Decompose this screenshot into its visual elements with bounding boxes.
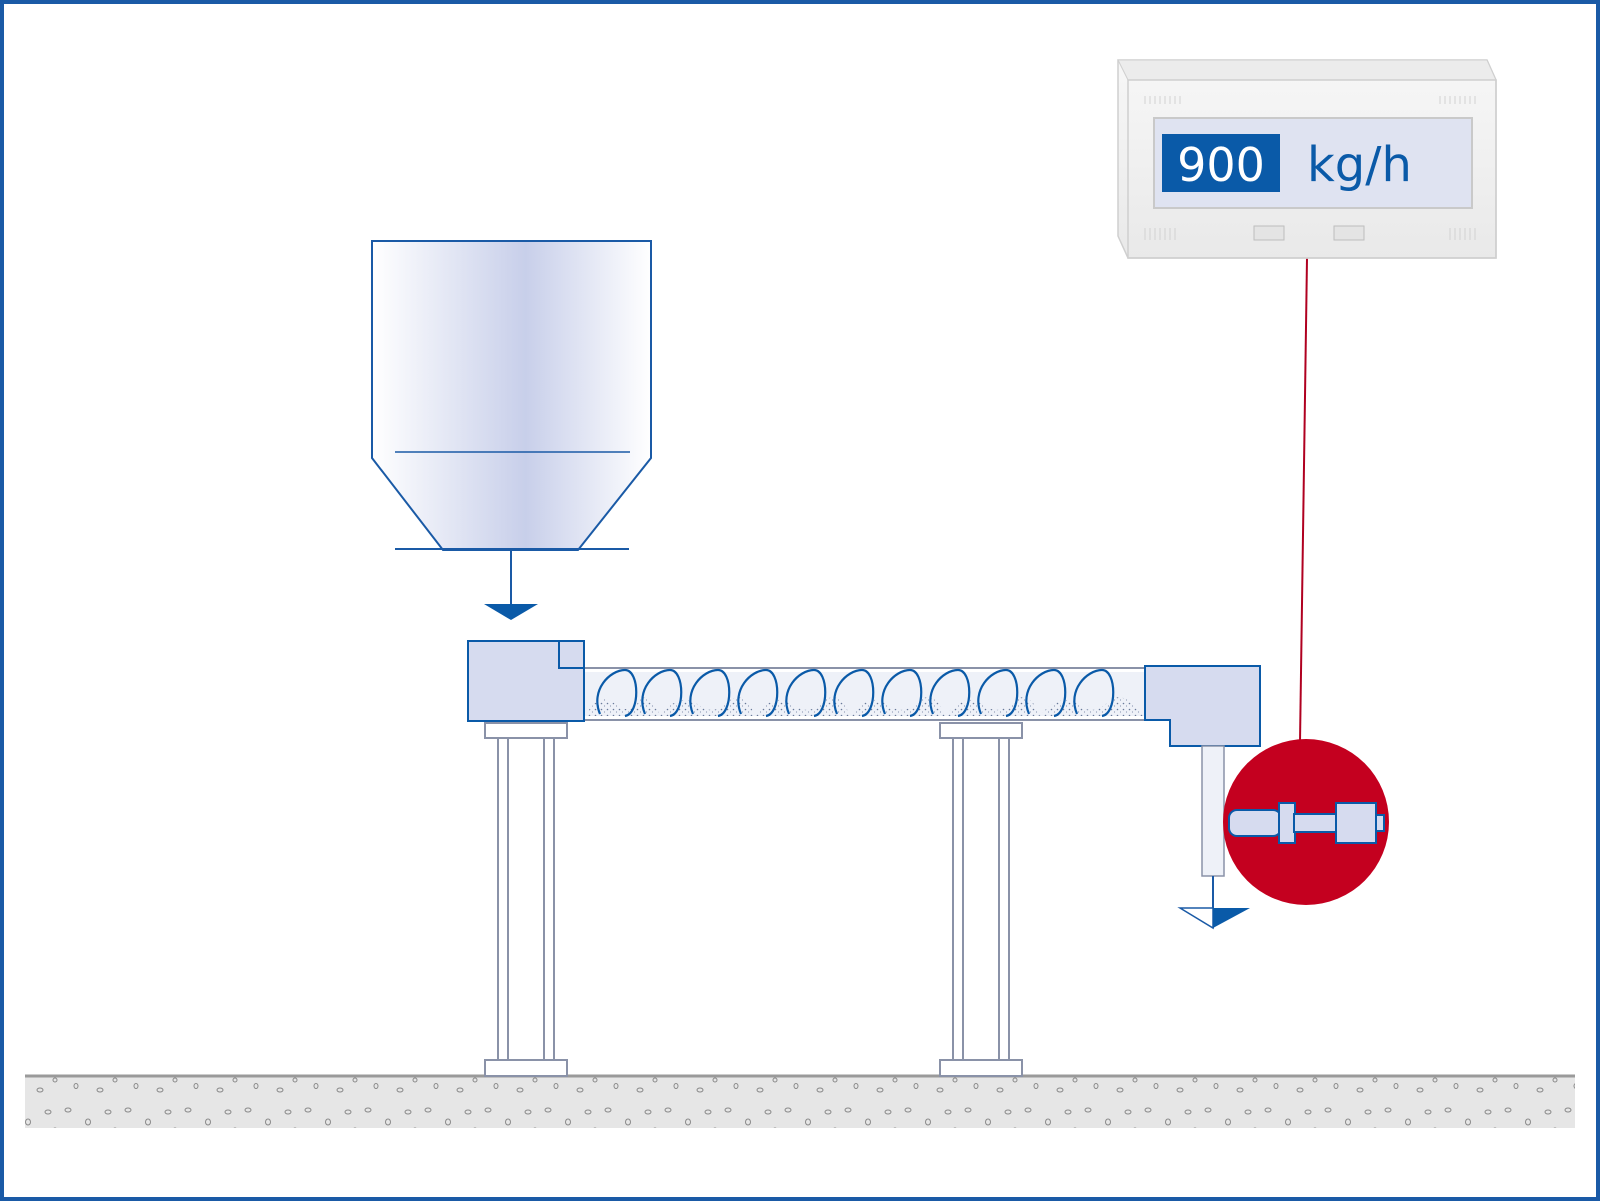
display-value: 900	[1177, 138, 1265, 192]
inlet-housing	[467, 640, 585, 722]
screw-flights	[596, 668, 1115, 718]
support-right	[939, 722, 1023, 1077]
inlet-flow-arrow-icon	[484, 550, 538, 620]
support-left	[484, 722, 568, 1077]
display-unit: kg/h	[1307, 137, 1412, 193]
display-housing: 900 kg/h	[1117, 59, 1497, 259]
screw-conveyor-icon	[581, 667, 1148, 721]
signal-line	[1299, 257, 1308, 743]
display-button-left[interactable]	[1253, 225, 1285, 241]
display-button-right[interactable]	[1333, 225, 1365, 241]
outlet-flow-arrow-icon	[1177, 876, 1250, 930]
display-value-box	[1162, 134, 1280, 192]
flow-sensor-icon	[1223, 739, 1389, 905]
outlet-housing	[1144, 665, 1261, 747]
hopper-icon	[371, 240, 652, 551]
outlet-pipe	[1201, 745, 1225, 877]
floor	[25, 1074, 1575, 1128]
